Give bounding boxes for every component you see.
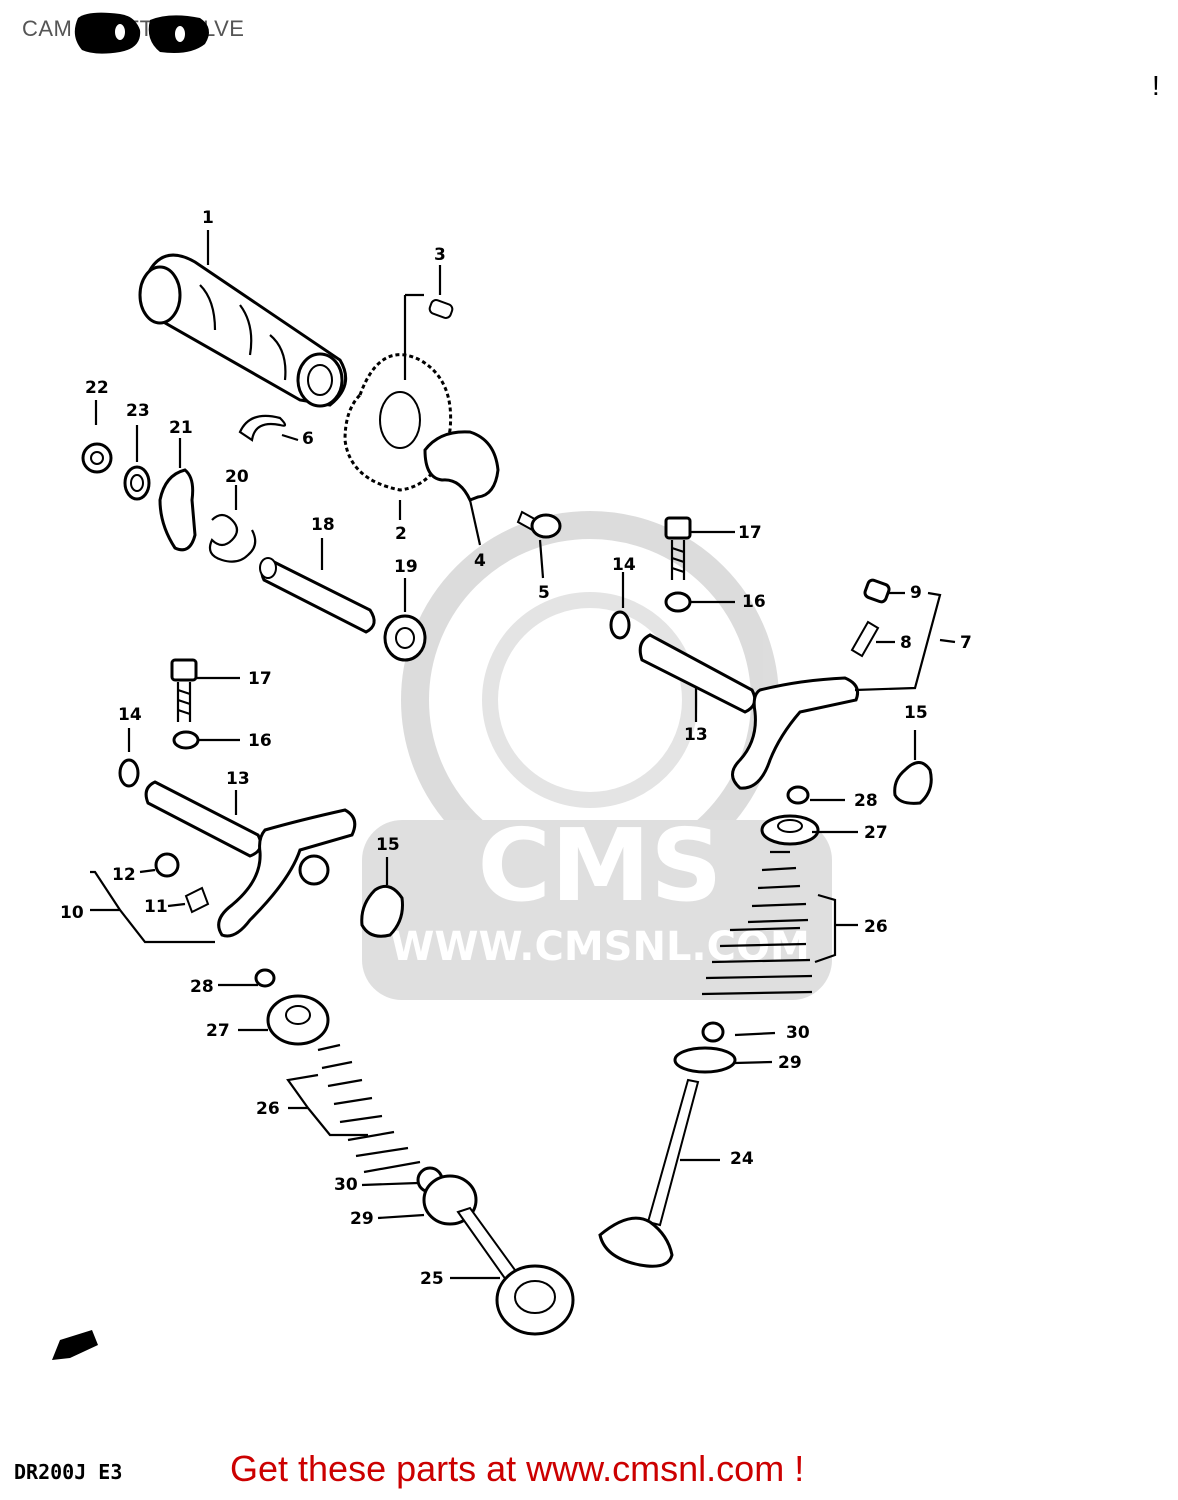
callout-29-right: 29 — [778, 1053, 802, 1073]
callout-30-left: 30 — [334, 1175, 358, 1195]
watermark-url: WWW.CMSNL.COM — [390, 924, 810, 970]
bolt-17-left — [170, 658, 198, 722]
washer-16-left — [172, 730, 200, 750]
callout-6: 6 — [302, 429, 314, 449]
gasket-15-left — [360, 884, 404, 938]
callout-12: 12 — [112, 865, 136, 885]
callout-10: 10 — [60, 903, 84, 923]
o-ring-14-left — [118, 758, 140, 788]
retainer-27-left — [266, 994, 330, 1046]
pin — [428, 299, 454, 319]
callout-14-right: 14 — [612, 555, 636, 575]
rocker-pad — [298, 854, 330, 886]
oil-seal-30-right — [701, 1021, 725, 1043]
callout-13-right: 13 — [684, 725, 708, 745]
callout-27-left: 27 — [206, 1021, 230, 1041]
callout-17-right: 17 — [738, 523, 762, 543]
front-arrow-icon — [52, 1330, 98, 1360]
callout-9: 9 — [910, 583, 922, 603]
corner-mark: ! — [1152, 70, 1160, 101]
callout-23: 23 — [126, 401, 150, 421]
callout-18: 18 — [311, 515, 335, 535]
o-ring-14-right — [609, 610, 631, 640]
callout-11: 11 — [144, 897, 168, 917]
header-logo — [74, 12, 209, 54]
nut-12 — [154, 852, 180, 878]
callout-25: 25 — [420, 1269, 444, 1289]
circlip — [238, 414, 287, 442]
bearing-19 — [383, 614, 427, 662]
callout-3: 3 — [434, 245, 446, 265]
callout-4: 4 — [474, 551, 486, 571]
cotter-28-left — [254, 968, 276, 988]
callout-26-right: 26 — [864, 917, 888, 937]
callout-13-left: 13 — [226, 769, 250, 789]
valve-spring-26-right — [701, 850, 813, 996]
decomp-lever — [158, 468, 197, 552]
rocker-arm-7 — [731, 676, 860, 790]
callout-8: 8 — [900, 633, 912, 653]
callout-2: 2 — [395, 524, 407, 544]
callout-26-left: 26 — [256, 1099, 280, 1119]
callout-19: 19 — [394, 557, 418, 577]
callout-5: 5 — [538, 583, 550, 603]
valve-spring-26-left — [317, 1043, 421, 1174]
callout-7: 7 — [960, 633, 972, 653]
callout-28-right: 28 — [854, 791, 878, 811]
seal-23 — [123, 465, 151, 501]
callout-1: 1 — [202, 208, 214, 228]
callout-17-left: 17 — [248, 669, 272, 689]
cotter-28-right — [786, 785, 810, 805]
rocker-shaft-13-left — [144, 780, 263, 858]
callout-24: 24 — [730, 1149, 754, 1169]
bolt-17-right — [664, 516, 692, 580]
callout-15-left: 15 — [376, 835, 400, 855]
leader-lines — [90, 230, 956, 1280]
intake-valve-25 — [456, 1206, 575, 1336]
nut-22 — [81, 442, 113, 474]
callout-16-left: 16 — [248, 731, 272, 751]
watermark-brand: CMS — [478, 807, 723, 924]
exhaust-valve-24 — [598, 1078, 700, 1268]
spring-20 — [208, 513, 257, 563]
rocker-arm-10 — [217, 808, 357, 938]
screw-11 — [184, 886, 210, 914]
callout-21: 21 — [169, 418, 193, 438]
gasket-15-right — [893, 761, 933, 805]
washer-16-right — [664, 591, 692, 613]
callout-28-left: 28 — [190, 977, 214, 997]
camshaft — [138, 253, 348, 408]
screw-8 — [850, 620, 880, 658]
callout-15-right: 15 — [904, 703, 928, 723]
callout-27-right: 27 — [864, 823, 888, 843]
shaft-18 — [259, 557, 376, 634]
bolt-5 — [516, 510, 562, 539]
callout-30-right: 30 — [786, 1023, 810, 1043]
callout-20: 20 — [225, 467, 249, 487]
footer-link[interactable]: Get these parts at www.cmsnl.com ! — [230, 1448, 805, 1489]
callout-16-right: 16 — [742, 592, 766, 612]
sprocket-plate — [423, 430, 500, 502]
callout-labels: 1 2 3 4 5 6 7 8 9 10 11 12 13 13 14 14 1… — [60, 208, 972, 1289]
callout-14-left: 14 — [118, 705, 142, 725]
model-code: DR200J E3 — [14, 1460, 123, 1484]
spring-seat-29-right — [673, 1046, 737, 1074]
callout-29-left: 29 — [350, 1209, 374, 1229]
callout-22: 22 — [85, 378, 109, 398]
retainer-27-right — [760, 814, 820, 846]
nut-9 — [863, 578, 891, 604]
